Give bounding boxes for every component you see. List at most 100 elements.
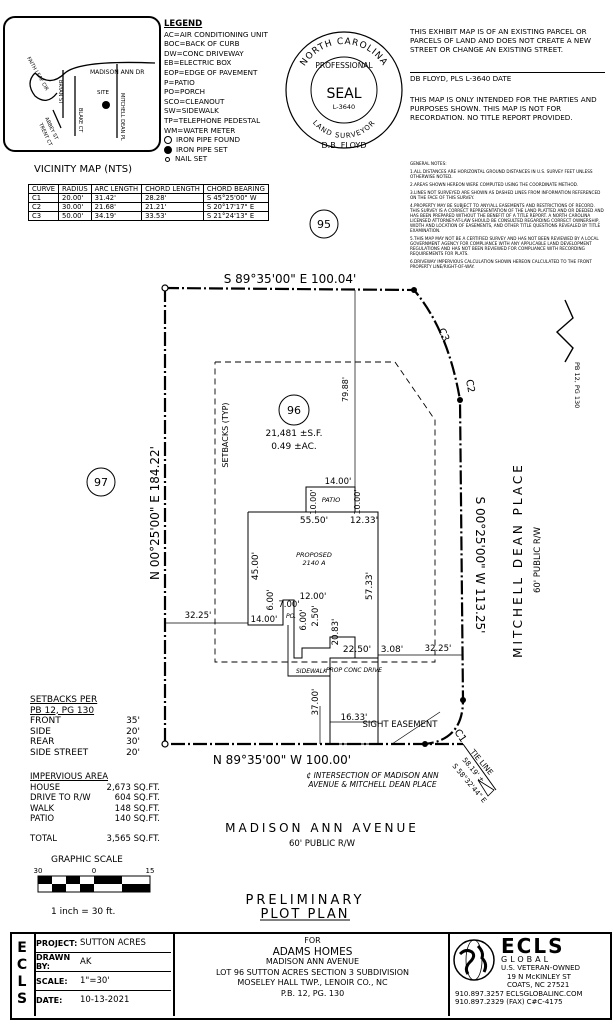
- field-value: 1"=30': [80, 976, 110, 986]
- dim-79-88: 79.88': [341, 377, 350, 402]
- dim-10-00: 10.00': [309, 489, 318, 514]
- break-line-icon: [555, 299, 574, 363]
- dim-32-25: 32.25': [185, 611, 212, 621]
- legend-symbol-label: NAIL SET: [175, 154, 208, 164]
- south-line-label: N 89°35'00" W 100.00': [213, 753, 351, 767]
- vicinity-label-bryan: BRYAN ST: [57, 80, 63, 105]
- iron-pipe-set-icon: [457, 397, 463, 403]
- dim-16-33: 16.33': [341, 713, 368, 723]
- client-name: ADAMS HOMES: [272, 945, 353, 958]
- pb-ref-label: PB 12, PG 130: [573, 362, 581, 408]
- lot-description: LOT 96 SUTTON ACRES SECTION 3 SUBDIVISIO…: [215, 967, 410, 977]
- legend: LEGEND AC=AIR CONDITIONING UNIT BOC=BACK…: [164, 19, 324, 164]
- curve-c2-label: C2: [463, 379, 476, 394]
- impervious-value: 2,673 SQ.FT.: [106, 782, 160, 793]
- note-item: 4.PROPERTY MAY BE SUBJECT TO ANY/ALL EAS…: [410, 203, 604, 233]
- dim-2-50: 2.50': [311, 605, 321, 626]
- lot-97-marker: [86, 467, 116, 497]
- notice-block: THIS EXHIBIT MAP IS OF AN EXISTING PARCE…: [410, 27, 605, 122]
- note-item: 3.LINES NOT SURVEYED ARE SHOWN AS DASHED…: [410, 190, 601, 200]
- field-label: DRAWN BY:: [36, 953, 71, 971]
- dim-55-50: 55.50': [300, 516, 328, 526]
- patio-label: PATIO: [322, 496, 341, 504]
- setback-value: 30': [126, 737, 140, 747]
- iron-pipe-set-icon: [411, 287, 417, 293]
- project-info: PROJECT:SUTTON ACRES DRAWN BY:AK SCALE:1…: [36, 934, 171, 1009]
- setback-value: 20': [126, 747, 140, 758]
- dim-37-00: 37.00': [311, 689, 321, 716]
- field-label: DATE:: [36, 995, 63, 1005]
- seal-number: L-3640: [333, 103, 355, 111]
- field-value: 10-13-2021: [80, 995, 130, 1005]
- legend-item: TP=TELEPHONE PEDESTAL: [164, 115, 261, 125]
- setback-value: 20': [126, 726, 140, 737]
- graphic-scale-note: 1 inch = 30 ft.: [51, 907, 116, 917]
- note-item: 2.AREAS SHOWN HEREON WERE COMPUTED USING…: [410, 182, 579, 187]
- sight-easement-label: SIGHT EASEMENT: [363, 720, 439, 730]
- vicinity-map: MADISON ANN DR FAITH LEAF CIR BRYAN ST B…: [25, 56, 155, 148]
- lot-95-label: 95: [317, 218, 331, 231]
- side-logo-text: ECLS: [16, 940, 28, 1007]
- vicinity-label-site: SITE: [97, 90, 109, 96]
- vicinity-label-blake: BLAKE CT: [77, 108, 83, 133]
- legend-item: P=PATIO: [164, 77, 195, 87]
- impervious-value: 604 SQ.FT.: [114, 793, 160, 803]
- setback-value: 35': [126, 716, 140, 726]
- graphic-scale-title: GRAPHIC SCALE: [51, 855, 123, 865]
- vicinity-map-title: VICINITY MAP (NTS): [34, 164, 132, 175]
- street-east-name: MITCHELL DEAN PLACE: [511, 462, 525, 658]
- dim-6-00: 6.00': [266, 589, 276, 610]
- dim-57-33: 57.33': [365, 572, 375, 600]
- divider: [448, 932, 450, 1016]
- globe-logo-icon: [453, 939, 495, 981]
- vicinity-map-frame: [3, 16, 161, 152]
- street-south-name: MADISON ANN AVENUE: [225, 821, 419, 835]
- sight-easement-line: [391, 711, 441, 745]
- scale-tick: 0: [92, 867, 96, 875]
- proposed-label: PROPOSED: [296, 551, 332, 559]
- lot-boundary-north-east: [164, 286, 465, 746]
- sidewalk-label: SIDEWALK: [296, 668, 328, 675]
- street-name: MADISON ANN AVENUE: [265, 957, 360, 966]
- notes-title: GENERAL NOTES:: [410, 161, 447, 166]
- for-label: FOR: [304, 936, 321, 945]
- curve-table: CURVE RADIUS ARC LENGTH CHORD LENGTH CHO…: [27, 184, 269, 221]
- company-addr2: COATS, NC 27521: [507, 981, 570, 990]
- dim-6-00b: 6.00': [299, 609, 309, 630]
- title-block: [10, 932, 612, 1020]
- legend-item: AC=AIR CONDITIONING UNIT: [164, 29, 268, 39]
- note-item: 5.THIS MAP MAY NOT BE A CERTIFIED SURVEY…: [410, 236, 599, 256]
- east-line-label: S 00°25'00" W 113.25': [473, 497, 487, 634]
- signature-line: DB FLOYD, PLS L-3640 DATE: [410, 72, 605, 83]
- intersection-note: ¢ INTERSECTION OF MADISON ANN AVENUE & M…: [306, 771, 439, 789]
- dim-12-00: 12.00': [300, 592, 327, 602]
- legend-item: EB=ELECTRIC BOX: [164, 58, 232, 68]
- legend-item: WM=WATER METER: [164, 125, 236, 135]
- dim-12-33: 12.33': [350, 516, 378, 526]
- seal-name: D.B. FLOYD: [322, 141, 367, 150]
- nail-set-icon: [165, 156, 170, 162]
- table-row: SCALE:1"=30': [36, 972, 171, 991]
- notice-p2: THIS MAP IS ONLY INTENDED FOR THE PARTIE…: [410, 95, 597, 122]
- note-item: 6.DRIVEWAY IMPERVIOUS CALCULATION SHOWN …: [410, 259, 592, 269]
- setbacks-label: SETBACKS (TYP): [221, 402, 230, 467]
- dim-3-08: 3.08': [381, 645, 404, 655]
- tie-line-arrow-icon: [477, 779, 495, 797]
- lot-96-marker: [278, 394, 310, 426]
- note-item: 1.ALL DISTANCES ARE HORIZONTAL GROUND DI…: [410, 169, 593, 179]
- lot-area-sf: 21,481 ±S.F.: [265, 429, 322, 439]
- dim-7-00: 7.00': [278, 600, 299, 610]
- field-label: PROJECT:: [36, 938, 78, 948]
- company-addr1: 19 N McKINLEY ST: [507, 972, 571, 981]
- setbacks-ref: PB 12, PG 130: [30, 705, 95, 716]
- plan-title-line1: PRELIMINARY: [246, 893, 365, 908]
- intersection-note-wrap: ¢ INTERSECTION OF MADISON ANN AVENUE & M…: [306, 771, 439, 789]
- impervious-title: IMPERVIOUS AREA: [30, 772, 109, 782]
